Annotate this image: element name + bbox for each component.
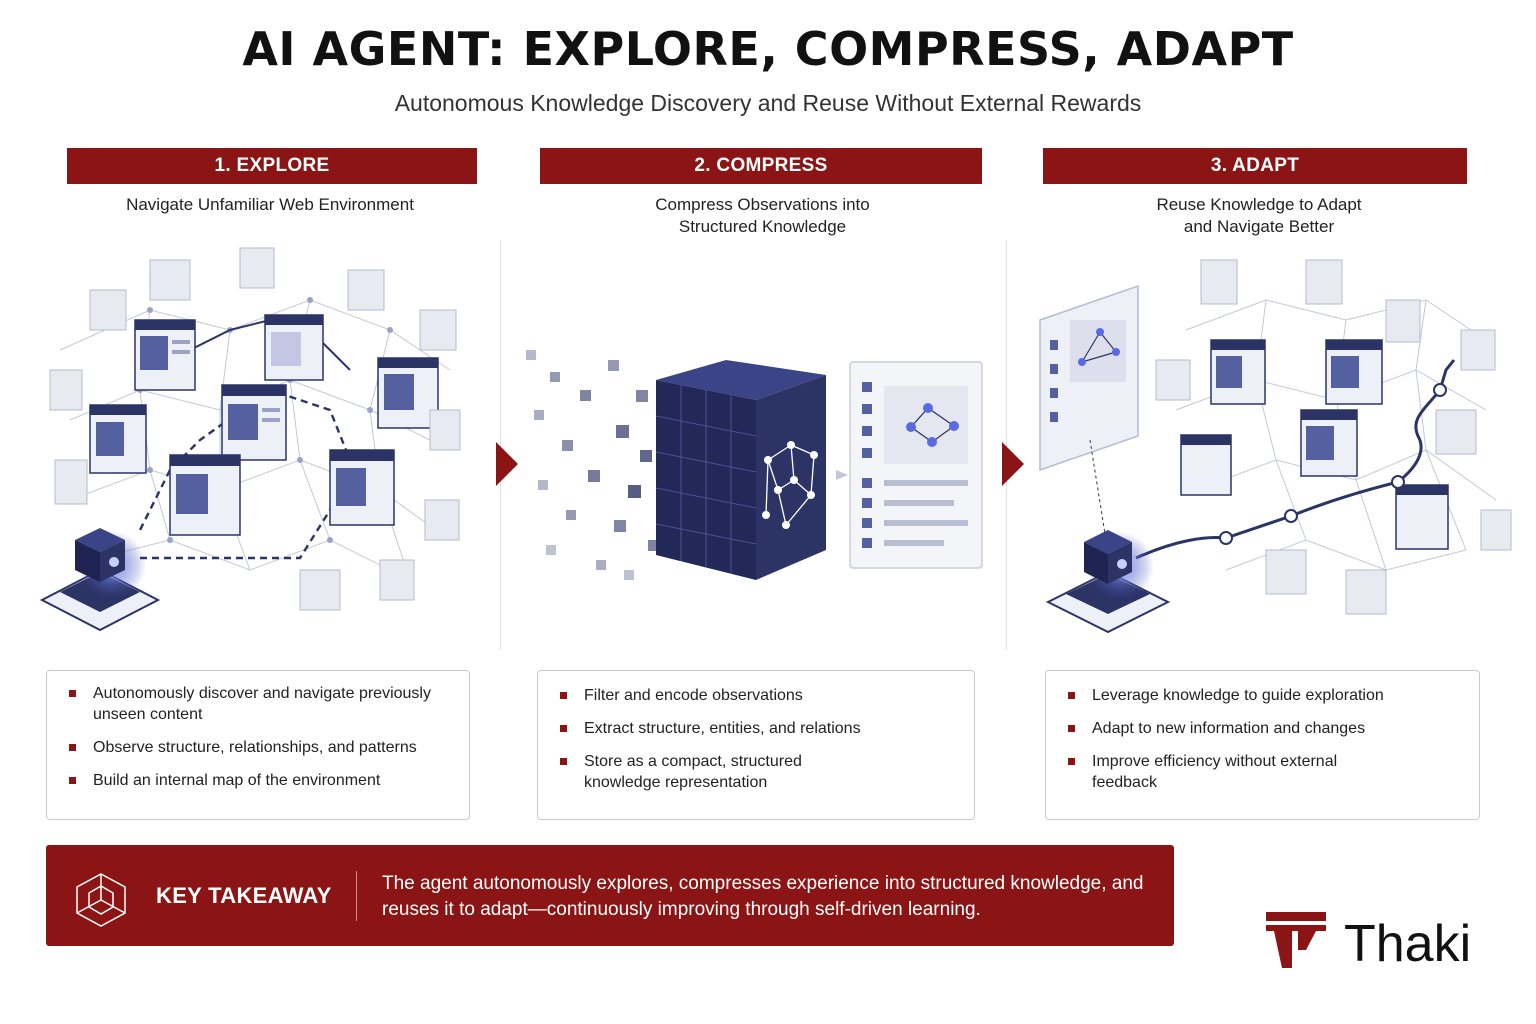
phase-explore-header: 1. EXPLORE xyxy=(67,148,477,184)
bullet-square-icon xyxy=(1068,725,1075,732)
key-takeaway-banner: KEY TAKEAWAY The agent autonomously expl… xyxy=(46,845,1174,946)
bullet-square-icon xyxy=(560,692,567,699)
adapt-network-illustration xyxy=(1039,259,1512,634)
list-item: Adapt to new information and changes xyxy=(1068,718,1459,739)
phase-explore-description: Navigate Unfamiliar Web Environment xyxy=(126,195,414,214)
list-item: Improve efficiency without external feed… xyxy=(1068,751,1372,793)
compress-bullet-list: Filter and encode observations Extract s… xyxy=(537,670,975,820)
page-title: AI AGENT: EXPLORE, COMPRESS, ADAPT xyxy=(242,22,1294,76)
key-takeaway-text: The agent autonomously explores, compres… xyxy=(382,873,1144,920)
explore-network-illustration xyxy=(39,247,461,632)
phase-adapt-header: 3. ADAPT xyxy=(1043,148,1467,184)
list-item: Observe structure, relationships, and pa… xyxy=(69,737,449,758)
adapt-bullet-list: Leverage knowledge to guide exploration … xyxy=(1045,670,1480,820)
flow-arrow-icon xyxy=(496,442,518,486)
phase-compress-description: Compress Observations into Structured Kn… xyxy=(655,195,870,236)
list-item: Store as a compact, structured knowledge… xyxy=(560,751,824,793)
brand-name: Thaki xyxy=(1344,915,1472,973)
phase-adapt-description: Reuse Knowledge to Adapt and Navigate Be… xyxy=(1156,195,1362,236)
cube-network-icon xyxy=(76,873,126,927)
list-item: Extract structure, entities, and relatio… xyxy=(560,718,954,739)
key-takeaway-label: KEY TAKEAWAY xyxy=(156,883,332,908)
bullet-square-icon xyxy=(560,725,567,732)
flow-arrow-icon xyxy=(1002,442,1024,486)
compress-cube-illustration xyxy=(526,350,983,580)
list-item: Build an internal map of the environment xyxy=(69,770,449,791)
bullet-square-icon xyxy=(69,690,76,697)
phase-compress-header: 2. COMPRESS xyxy=(540,148,982,184)
bullet-square-icon xyxy=(69,744,76,751)
list-item: Autonomously discover and navigate previ… xyxy=(69,683,449,725)
bullet-square-icon xyxy=(69,777,76,784)
bullet-square-icon xyxy=(1068,692,1075,699)
thaki-logo-icon xyxy=(1266,912,1326,968)
explore-bullet-list: Autonomously discover and navigate previ… xyxy=(46,670,470,820)
bullet-square-icon xyxy=(1068,758,1075,765)
divider xyxy=(356,871,357,921)
list-item: Leverage knowledge to guide exploration xyxy=(1068,685,1459,706)
list-item: Filter and encode observations xyxy=(560,685,954,706)
page-subtitle: Autonomous Knowledge Discovery and Reuse… xyxy=(394,90,1142,116)
bullet-square-icon xyxy=(560,758,567,765)
